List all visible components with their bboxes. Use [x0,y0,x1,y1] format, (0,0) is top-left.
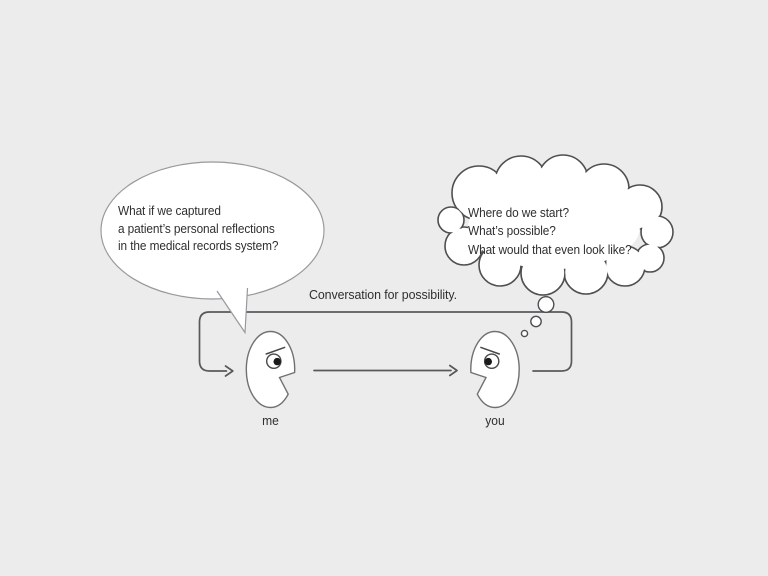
actor-you-face [470,330,520,409]
actor-me-face [245,330,296,409]
me-to-you-arrowhead-icon [448,364,458,377]
thought-dot-medium [530,315,542,328]
speech-bubble-text: What if we captured a patient’s personal… [118,203,278,256]
thought-line: What’s possible? [468,224,556,239]
speech-line: What if we captured [118,204,221,218]
actor-label-me: me [262,413,279,428]
thought-line: Where do we start? [468,206,569,220]
speech-line: a patient’s personal reflections [118,221,275,236]
speech-bubble [100,161,325,300]
thought-dot-large [537,296,555,314]
loop-path [198,311,573,372]
loop-caption: Conversation for possibility. [309,287,457,302]
thought-cloud-interior [439,156,672,294]
thought-trail-dots [520,296,555,338]
feedback-loop [198,311,573,377]
speech-line: in the medical records system? [118,239,279,254]
thought-dot-small [520,329,529,338]
speech-bubble-tail-icon [216,287,249,335]
thought-cloud-text: Where do we start? What’s possible? What… [468,204,632,259]
loop-arrowhead-icon [224,365,234,377]
thought-line: What would that even look like? [468,242,632,257]
actor-label-you: you [485,413,505,428]
